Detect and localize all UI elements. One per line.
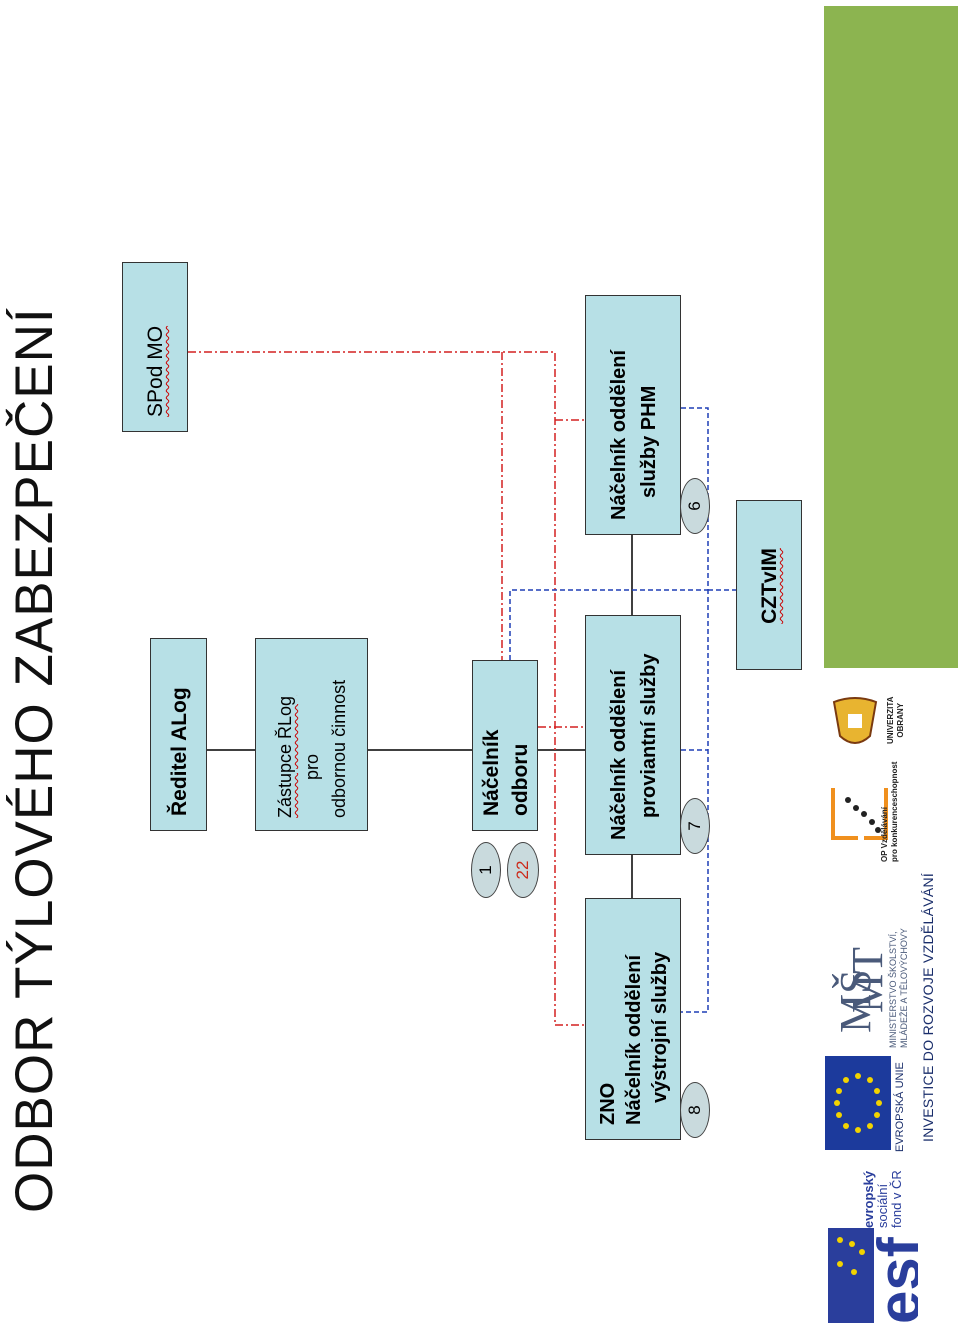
eu-text: EVROPSKÁ UNIE [894, 1062, 906, 1152]
box-cztvim: CZTvIM [736, 500, 802, 670]
investice-text: INVESTICE DO ROZVOJE VZDĚLÁVÁNÍ [920, 872, 936, 1142]
blue-line-odbor [509, 589, 708, 660]
box-phm: Náčelník oddělení služby PHM [585, 295, 681, 535]
box-vystrojni: ZNO Náčelník oddělení výstrojní služby [585, 898, 681, 1140]
box-reditel: Ředitel ALog [150, 638, 207, 831]
univ-line2: OBRANY [896, 702, 905, 738]
op-line1: OP Vzdělávání [880, 807, 889, 862]
esf-line1: evropský [861, 1170, 876, 1228]
blue-line-main [681, 407, 709, 1013]
box-nacelnik-odboru: Náčelník odboru [472, 660, 538, 831]
eu-flag-icon [825, 1056, 891, 1150]
oval-proviantni: 7 [680, 798, 710, 854]
esf-logo-icon: esf [828, 1228, 918, 1324]
box-proviantni: Náčelník oddělení proviantní služby [585, 615, 681, 855]
esf-text: evropský sociální fond v ČR [861, 1170, 904, 1228]
svg-text:MŠ: MŠ [831, 969, 880, 1033]
msmt-logo-icon: MŠ MT [831, 947, 884, 1033]
msmt-line2: MLÁDEŽE A TĚLOVÝCHOVY [899, 928, 909, 1048]
logo-strip: esf evropský sociální fond v ČR EVROPSKÁ… [820, 690, 960, 1331]
box-zastupce: Zástupce ŘLog pro odbornou činnost [255, 638, 368, 831]
univ-line1: UNIVERZITA [886, 696, 895, 744]
op-text: OP Vzdělávání pro konkurenceschopnost [880, 762, 900, 862]
esf-line2: sociální [875, 1183, 890, 1228]
msmt-text: MINISTERSTVO ŠKOLSTVÍ, MLÁDEŽE A TĚLOVÝC… [888, 928, 910, 1048]
esf-line3: fond v ČR [889, 1170, 904, 1228]
red-line-spod [188, 351, 585, 1026]
box-spod-mo: SPod MO [122, 262, 188, 432]
oval-phm: 6 [680, 478, 710, 534]
op-logo-icon [831, 788, 888, 840]
oval-nacelnik-1: 1 [471, 842, 501, 898]
oval-nacelnik-22: 22 [507, 842, 539, 898]
op-line2: pro konkurenceschopnost [890, 761, 899, 862]
msmt-line1: MINISTERSTVO ŠKOLSTVÍ, [888, 931, 898, 1048]
oval-vystrojni: 8 [680, 1082, 710, 1138]
university-shield-icon [832, 697, 878, 744]
svg-text:MT: MT [843, 947, 884, 1013]
svg-text:esf: esf [866, 1236, 918, 1324]
green-band [824, 6, 958, 668]
university-text: UNIVERZITA OBRANY [886, 697, 906, 744]
page-title: ODBOR TÝLOVÉHO ZABEZPEČENÍ [5, 307, 64, 1213]
